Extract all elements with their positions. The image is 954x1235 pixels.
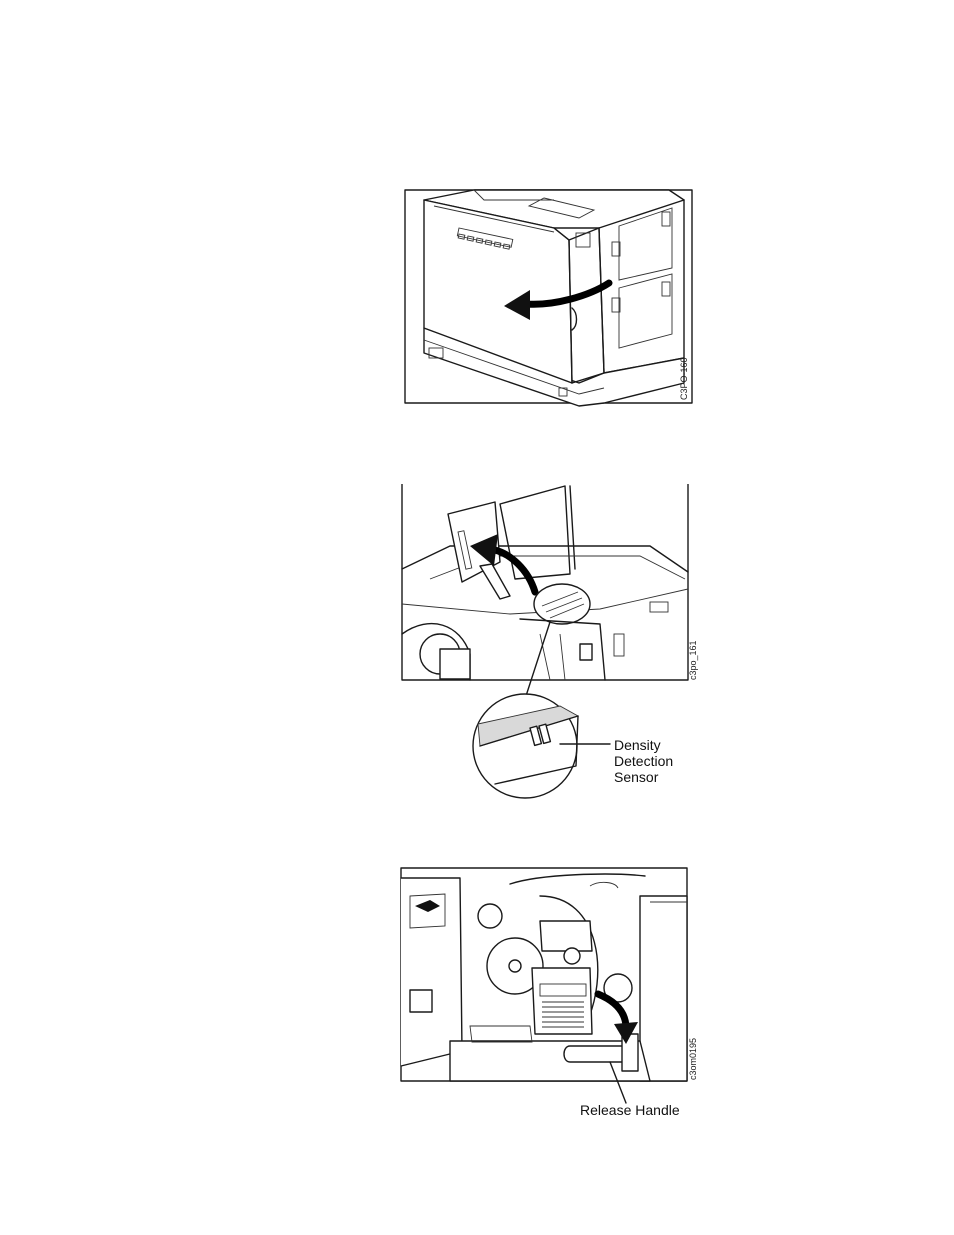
figure-open-front-cover: C3PO-160 — [404, 188, 694, 416]
label-line-2: Detection — [614, 753, 673, 769]
printer-front-cover-illustration — [404, 188, 694, 416]
label-line-3: Sensor — [614, 769, 673, 785]
release-handle-illustration — [400, 866, 700, 1122]
release-handle-label: Release Handle — [580, 1102, 680, 1118]
figure-code: C3PO-160 — [679, 357, 689, 400]
figure-code: c3om0195 — [688, 1038, 698, 1080]
figure-code: c3po_161 — [688, 640, 698, 680]
density-sensor-label: Density Detection Sensor — [614, 737, 673, 785]
figure-density-sensor: c3po_161 Density Detection Sensor — [400, 484, 700, 804]
figure-release-handle: c3om0195 Release Handle — [400, 866, 700, 1122]
label-line-1: Density — [614, 737, 673, 753]
